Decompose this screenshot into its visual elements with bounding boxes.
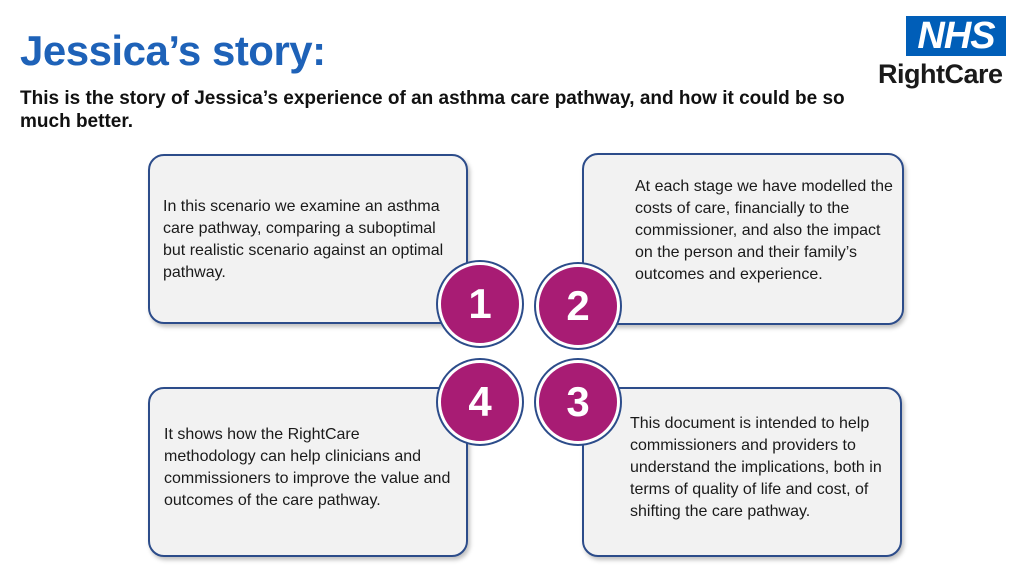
- page-subtitle: This is the story of Jessica’s experienc…: [20, 88, 845, 132]
- story-card-4-text: It shows how the RightCare methodology c…: [164, 426, 451, 509]
- step-badge-3: 3: [536, 360, 620, 444]
- story-card-3-text: This document is intended to help commis…: [630, 415, 882, 520]
- story-card-1-text: In this scenario we examine an asthma ca…: [163, 198, 444, 281]
- nhs-logo-box: NHS: [906, 16, 1006, 56]
- story-card-4: It shows how the RightCare methodology c…: [148, 387, 468, 557]
- step-badge-2: 2: [536, 264, 620, 348]
- rightcare-wordmark: RightCare: [878, 59, 1003, 89]
- story-card-2-text: At each stage we have modelled the costs…: [635, 178, 893, 283]
- nhs-rightcare-logo: NHS RightCare: [878, 16, 1010, 96]
- story-card-3: This document is intended to help commis…: [582, 387, 902, 557]
- step-badge-4: 4: [438, 360, 522, 444]
- story-card-1: In this scenario we examine an asthma ca…: [148, 154, 468, 324]
- page-title: Jessica’s story:: [20, 27, 326, 74]
- story-card-2: At each stage we have modelled the costs…: [582, 153, 904, 325]
- step-badge-1: 1: [438, 262, 522, 346]
